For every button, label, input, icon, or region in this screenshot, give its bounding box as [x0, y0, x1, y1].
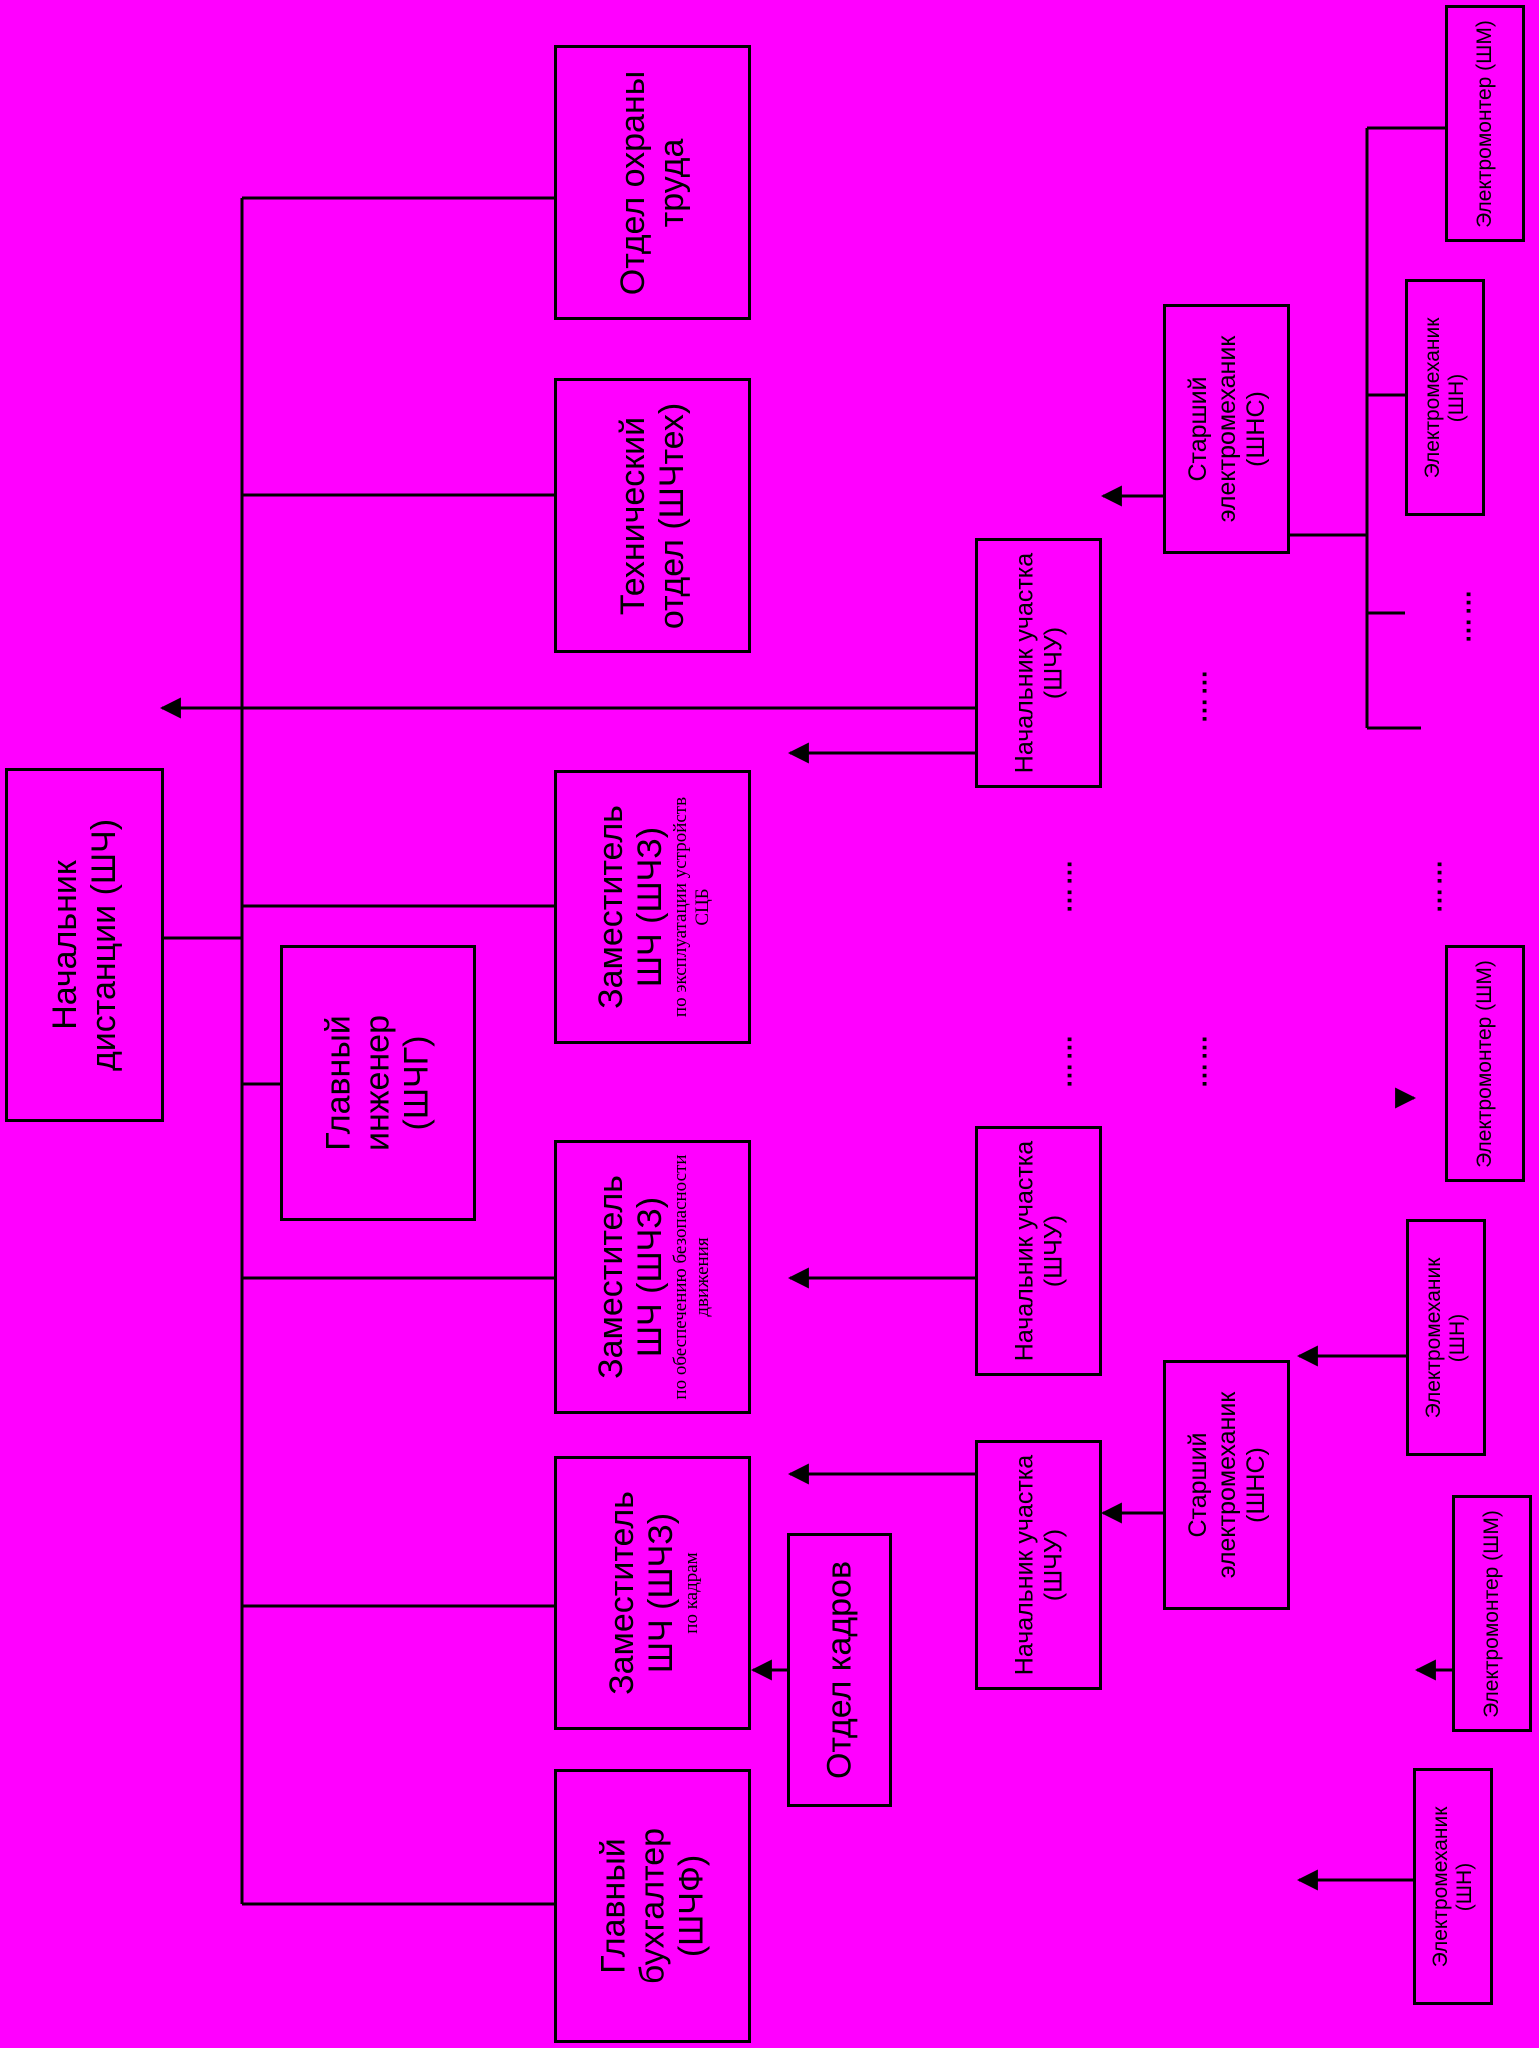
mechanic-low-box: Электромеханик (ШН) [1413, 1768, 1493, 2005]
ellipsis-5: …… [1417, 857, 1448, 914]
mechanic-top-title: Электромеханик (ШН) [1420, 317, 1468, 478]
deputy-safety-title: Заместитель ШЧ (ШЧЗ) [591, 1175, 669, 1379]
section-head-middle-title: Начальник участка (ШЧУ) [1009, 1140, 1067, 1362]
senior-em-top-box: Старший электромеханик (ШНС) [1163, 304, 1290, 554]
mechanic-mid-title: Электромеханик (ШН) [1421, 1257, 1469, 1418]
head-title: Начальник дистанции (ШЧ) [45, 818, 123, 1072]
electrician-mid-box: Электромонтер (ШМ) [1445, 945, 1525, 1182]
accountant-box: Главный бухгалтер (ШЧФ) [554, 1769, 751, 2043]
ellipsis-1: …… [1182, 667, 1213, 724]
chief-engineer-box: Главный инженер (ШЧГ) [280, 945, 476, 1221]
deputy-safety-box: Заместитель ШЧ (ШЧЗ) по обеспечению безо… [554, 1140, 751, 1414]
electrician-low-title: Электромонтер (ШМ) [1479, 1509, 1503, 1718]
electrician-top-box: Электромонтер (ШМ) [1445, 5, 1525, 242]
deputy-personnel-box: Заместитель ШЧ (ШЧЗ) по кадрам [554, 1456, 751, 1730]
ellipsis-4: …… [1182, 1032, 1213, 1089]
labor-safety-title: Отдел охраны труда [613, 70, 691, 295]
mechanic-low-title: Электромеханик (ШН) [1428, 1806, 1476, 1967]
mechanic-top-box: Электромеханик (ШН) [1405, 279, 1485, 516]
ellipsis-2: …… [1047, 857, 1078, 914]
section-head-top-box: Начальник участка (ШЧУ) [975, 538, 1102, 788]
deputy-personnel-note: по кадрам [680, 1552, 702, 1634]
section-head-bottom-title: Начальник участка (ШЧУ) [1009, 1454, 1067, 1676]
deputy-operations-note: по эксплуатации устройств СЦБ [669, 796, 713, 1018]
mechanic-mid-box: Электромеханик (ШН) [1406, 1219, 1486, 1456]
section-head-bottom-box: Начальник участка (ШЧУ) [975, 1440, 1102, 1690]
ellipsis-6: …… [1446, 587, 1477, 644]
electrician-top-title: Электромонтер (ШМ) [1472, 19, 1496, 228]
senior-em-top-title: Старший электромеханик (ШНС) [1183, 335, 1269, 523]
electrician-mid-title: Электромонтер (ШМ) [1472, 959, 1496, 1168]
accountant-title: Главный бухгалтер (ШЧФ) [593, 1827, 711, 1985]
hr-dept-title: Отдел кадров [819, 1560, 858, 1780]
chief-engineer-title: Главный инженер (ШЧГ) [319, 1014, 436, 1152]
technical-dept-title: Технический отдел (ШЧтех) [613, 402, 691, 629]
head-box: Начальник дистанции (ШЧ) [5, 768, 164, 1122]
labor-safety-box: Отдел охраны труда [554, 45, 751, 320]
ellipsis-3: …… [1047, 1032, 1078, 1089]
electrician-low-box: Электромонтер (ШМ) [1452, 1495, 1532, 1732]
senior-em-bottom-box: Старший электромеханик (ШНС) [1163, 1360, 1290, 1610]
deputy-safety-note: по обеспечению безопасности движения [669, 1154, 713, 1400]
senior-em-bottom-title: Старший электромеханик (ШНС) [1183, 1391, 1269, 1579]
deputy-personnel-title: Заместитель ШЧ (ШЧЗ) [602, 1491, 680, 1695]
deputy-operations-title: Заместитель ШЧ (ШЧЗ) [591, 805, 669, 1009]
technical-dept-box: Технический отдел (ШЧтех) [554, 378, 751, 653]
section-head-middle-box: Начальник участка (ШЧУ) [975, 1126, 1102, 1376]
deputy-operations-box: Заместитель ШЧ (ШЧЗ) по эксплуатации уст… [554, 770, 751, 1044]
hr-dept-box: Отдел кадров [787, 1533, 892, 1807]
section-head-top-title: Начальник участка (ШЧУ) [1009, 552, 1067, 774]
